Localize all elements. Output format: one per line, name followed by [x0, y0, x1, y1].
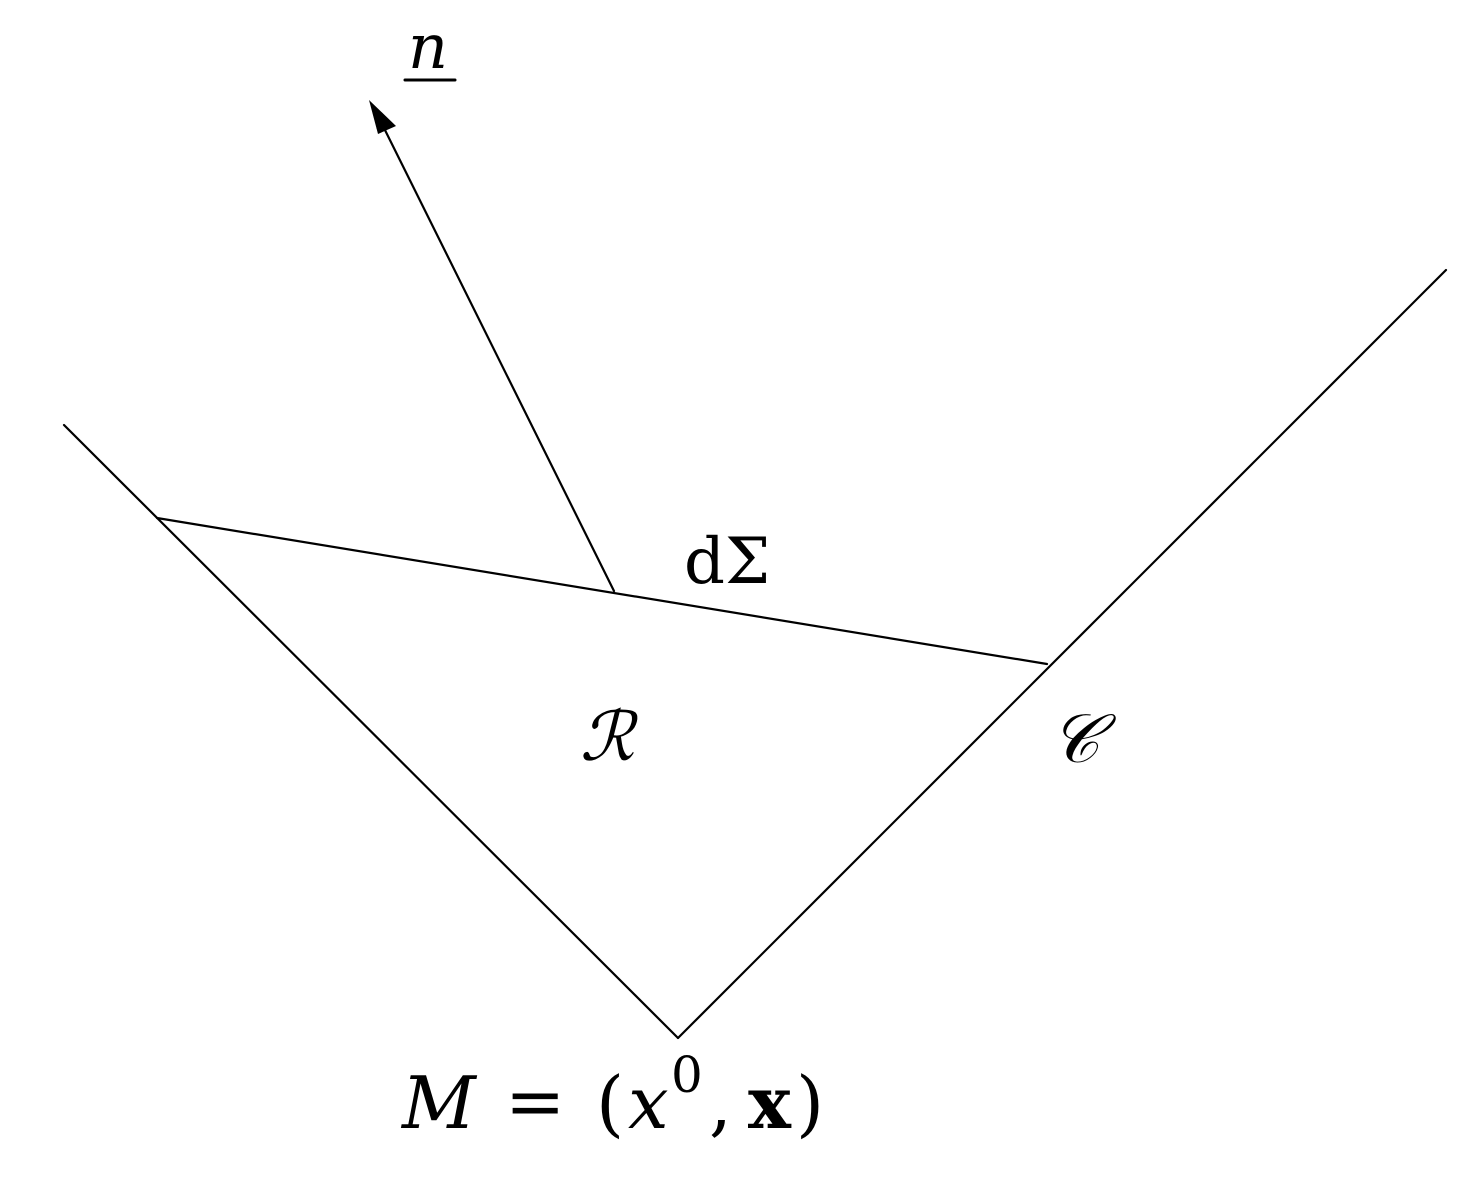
point-bold-x: x — [748, 1060, 792, 1145]
point-comma: , — [709, 1061, 732, 1145]
point-equals: = — [505, 1059, 565, 1143]
cone-label: 𝒞 — [1050, 700, 1117, 779]
surface-element-label: dΣ — [684, 525, 770, 599]
surface-segment — [155, 516, 1049, 666]
region-label: ℛ — [580, 698, 639, 777]
point-label: M = ( x 0 , x ) — [400, 1046, 824, 1145]
point-superscript-zero: 0 — [671, 1046, 703, 1104]
point-x: x — [628, 1061, 669, 1145]
normal-vector-label: n — [408, 10, 448, 83]
point-close-paren: ) — [796, 1061, 824, 1145]
normal-vector-arrow — [376, 113, 616, 593]
cone-right-edge — [676, 268, 1448, 1040]
arrowhead-icon — [369, 100, 396, 134]
point-m: M — [400, 1061, 478, 1145]
cone-left-edge — [62, 423, 680, 1040]
point-open-paren: ( — [596, 1061, 624, 1145]
